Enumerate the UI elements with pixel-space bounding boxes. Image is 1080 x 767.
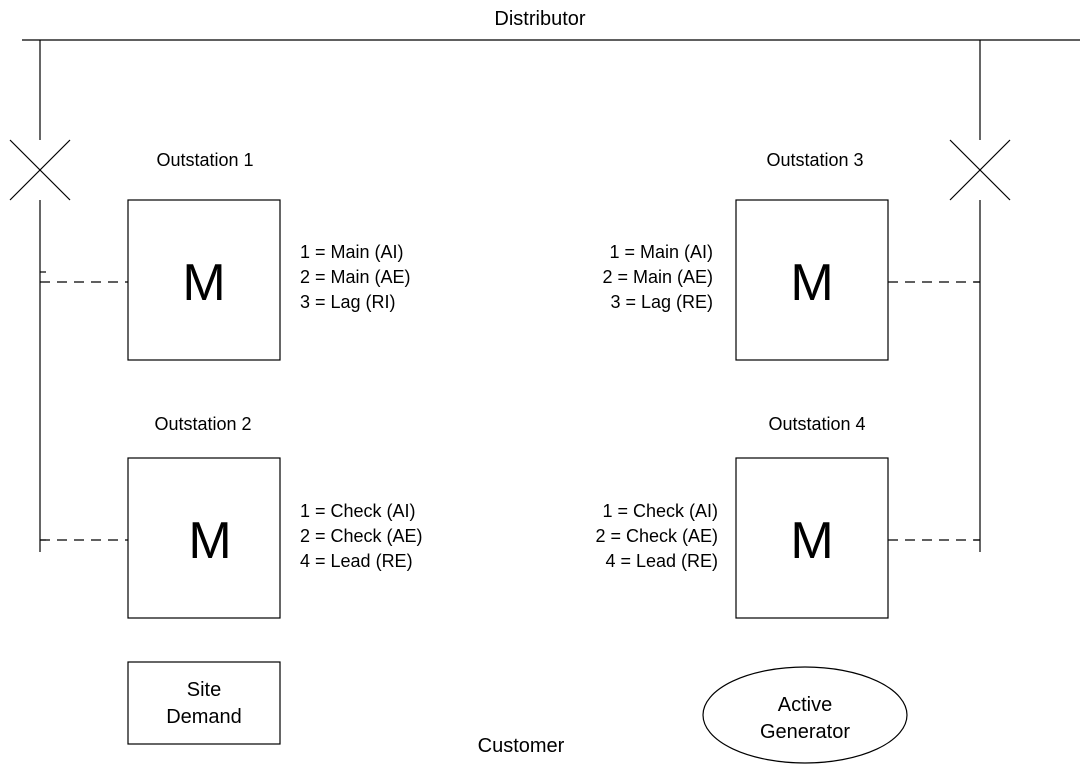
site-demand-box (127, 661, 281, 745)
outstation-4-line-2: 2 = Check (AE) (595, 526, 718, 546)
outstation-2-line-1: 1 = Check (AI) (300, 501, 416, 521)
outstation-4-title: Outstation 4 (768, 414, 865, 434)
outstation-1-line-1: 1 = Main (AI) (300, 242, 404, 262)
outstation-4-meter-letter: M (790, 512, 833, 570)
distributor-label: Distributor (494, 8, 585, 30)
active-generator: Active Generator (702, 666, 908, 764)
outstation-1-line-3: 3 = Lag (RI) (300, 292, 396, 312)
outstation-2-line-2: 2 = Check (AE) (300, 526, 423, 546)
outstation-4-line-3: 4 = Lead (RE) (605, 551, 718, 571)
outstation-4: Outstation 4 M 1 = Check (AI) 2 = Check … (595, 414, 980, 619)
outstation-2-meter-box (127, 457, 281, 619)
right-circuit-breaker (949, 139, 1011, 201)
outstation-3-title: Outstation 3 (766, 150, 863, 170)
outstation-2-title: Outstation 2 (154, 414, 251, 434)
outstation-3-line-2: 2 = Main (AE) (602, 267, 713, 287)
outstation-1: Outstation 1 M 1 = Main (AI) 2 = Main (A… (40, 150, 411, 361)
outstation-3-line-3: 3 = Lag (RE) (610, 292, 713, 312)
active-generator-line-1: Active (778, 694, 832, 716)
outstation-1-meter-box (127, 199, 281, 361)
outstation-1-title: Outstation 1 (156, 150, 253, 170)
site-demand: Site Demand (127, 661, 281, 745)
outstation-2: Outstation 2 M 1 = Check (AI) 2 = Check … (40, 414, 423, 619)
outstation-3-meter-box (735, 199, 889, 361)
outstation-4-line-1: 1 = Check (AI) (602, 501, 718, 521)
customer-label: Customer (478, 735, 565, 757)
outstation-1-meter-letter: M (182, 254, 225, 312)
outstation-2-meter-letter: M (188, 512, 231, 570)
outstation-2-line-3: 4 = Lead (RE) (300, 551, 413, 571)
outstation-3-line-1: 1 = Main (AI) (609, 242, 713, 262)
outstation-1-line-2: 2 = Main (AE) (300, 267, 411, 287)
outstation-3-meter-letter: M (790, 254, 833, 312)
active-generator-line-2: Generator (760, 721, 850, 743)
active-generator-ellipse (702, 666, 908, 764)
site-demand-line-2: Demand (166, 706, 242, 728)
outstation-4-meter-box (735, 457, 889, 619)
left-circuit-breaker (9, 139, 71, 201)
site-demand-line-1: Site (187, 679, 221, 701)
outstation-3: Outstation 3 M 1 = Main (AI) 2 = Main (A… (602, 150, 980, 361)
